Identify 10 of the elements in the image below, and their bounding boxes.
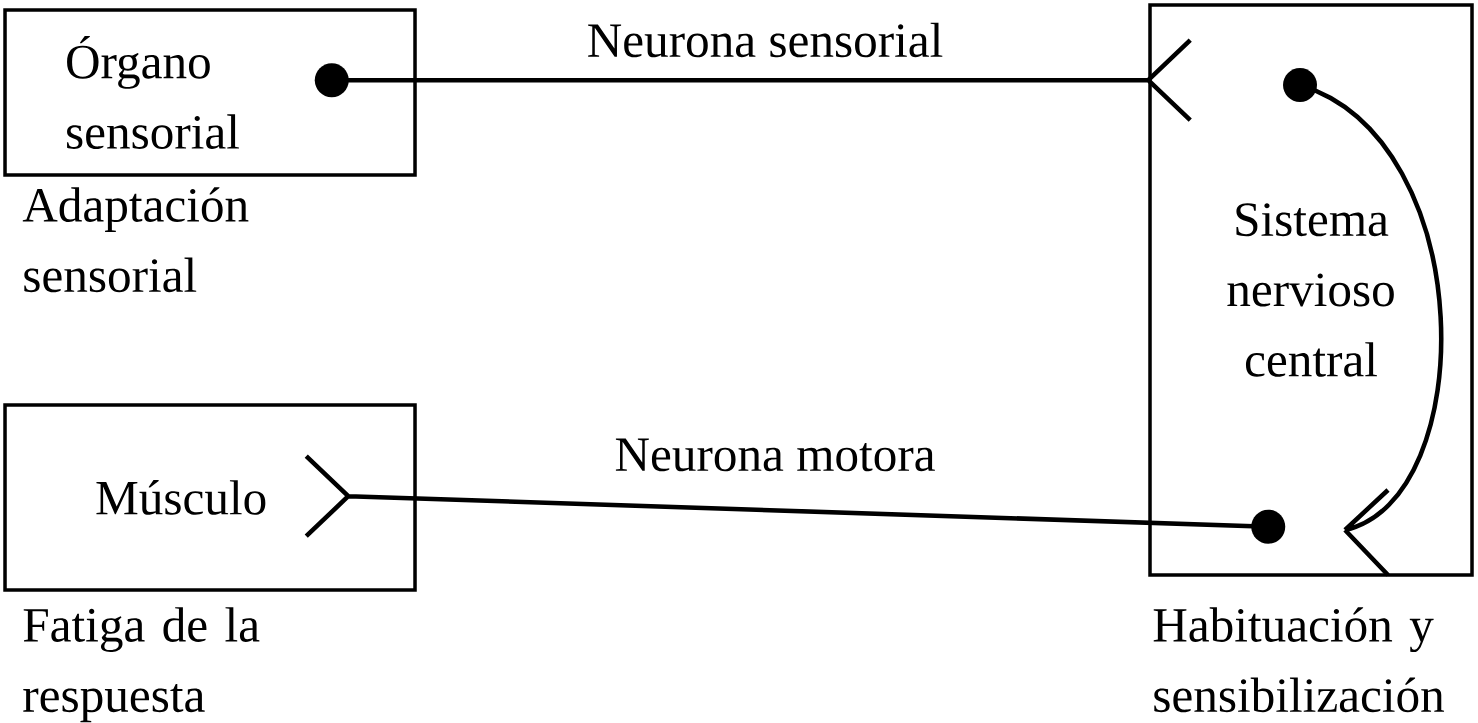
caption-text: Habituación y sensibilización — [1153, 607, 1444, 713]
box: Órgano sensorial — [3, 8, 417, 177]
neuron-line — [303, 453, 1286, 544]
caption-text: Adaptación sensorial — [22, 187, 249, 293]
caption-text: Fatiga de la respuesta — [23, 607, 260, 723]
edge-label: Neurona motora — [615, 438, 935, 472]
box: Músculo — [3, 403, 417, 592]
neuron-line — [314, 37, 1193, 123]
box: Sistema nervioso central — [1148, 3, 1474, 577]
edge-label: Neurona sensorial — [588, 22, 943, 58]
